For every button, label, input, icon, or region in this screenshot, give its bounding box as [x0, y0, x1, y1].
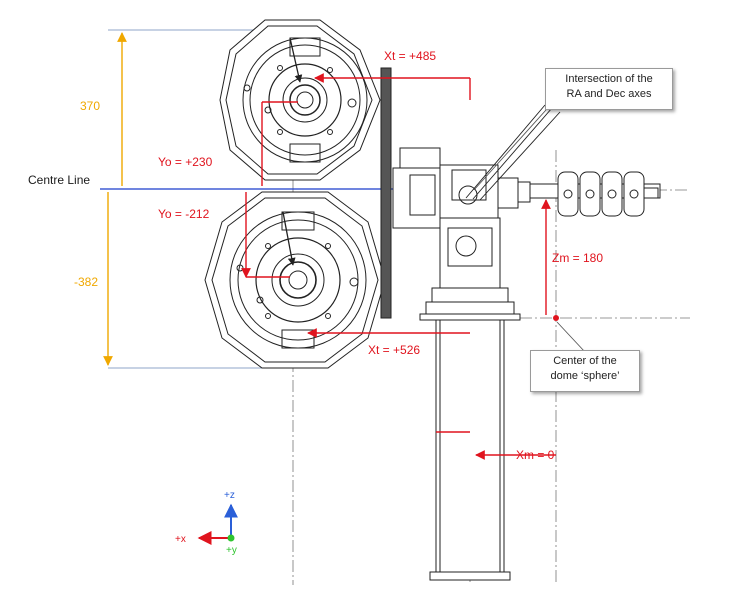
callout-center-line1: Center of the: [553, 355, 617, 367]
dome-center-point: [553, 315, 559, 321]
orange-dimension-arrows: [103, 32, 127, 366]
mount-body: [392, 147, 531, 581]
axis-x-label: +x: [175, 534, 186, 545]
ra-axis-lines: [465, 104, 561, 201]
bottom-instrument: [204, 191, 386, 369]
top-instrument: [219, 19, 381, 181]
red-dimensions: [241, 73, 556, 460]
label-dim-bottom: -382: [74, 275, 98, 289]
callout-dome-center: Center of the dome ‘sphere’: [530, 350, 640, 392]
label-centre-line: Centre Line: [28, 173, 90, 187]
label-xt-bottom: Xt = +526: [368, 343, 420, 357]
axis-y-dot: [227, 534, 235, 542]
label-yo-top: Yo = +230: [158, 155, 213, 169]
label-xm: Xm = 0: [516, 448, 555, 462]
callout-leaders: [473, 99, 586, 353]
callout-intersection-line1: Intersection of the: [565, 73, 653, 85]
coordinate-axes: +z +x +y: [175, 490, 238, 556]
callout-intersection: Intersection of the RA and Dec axes: [545, 68, 673, 110]
axis-z-label: +z: [224, 490, 235, 501]
callout-center-line2: dome ‘sphere’: [550, 370, 620, 382]
callout-intersection-line2: RA and Dec axes: [566, 88, 652, 100]
label-xt-top: Xt = +485: [384, 49, 436, 63]
axis-y-label: +y: [226, 545, 237, 556]
label-dim-top: 370: [80, 99, 100, 113]
label-zm: Zm = 180: [552, 251, 603, 265]
counterweights: [529, 171, 661, 217]
mounting-plate: [380, 67, 392, 319]
label-yo-bottom: Yo = -212: [158, 207, 210, 221]
